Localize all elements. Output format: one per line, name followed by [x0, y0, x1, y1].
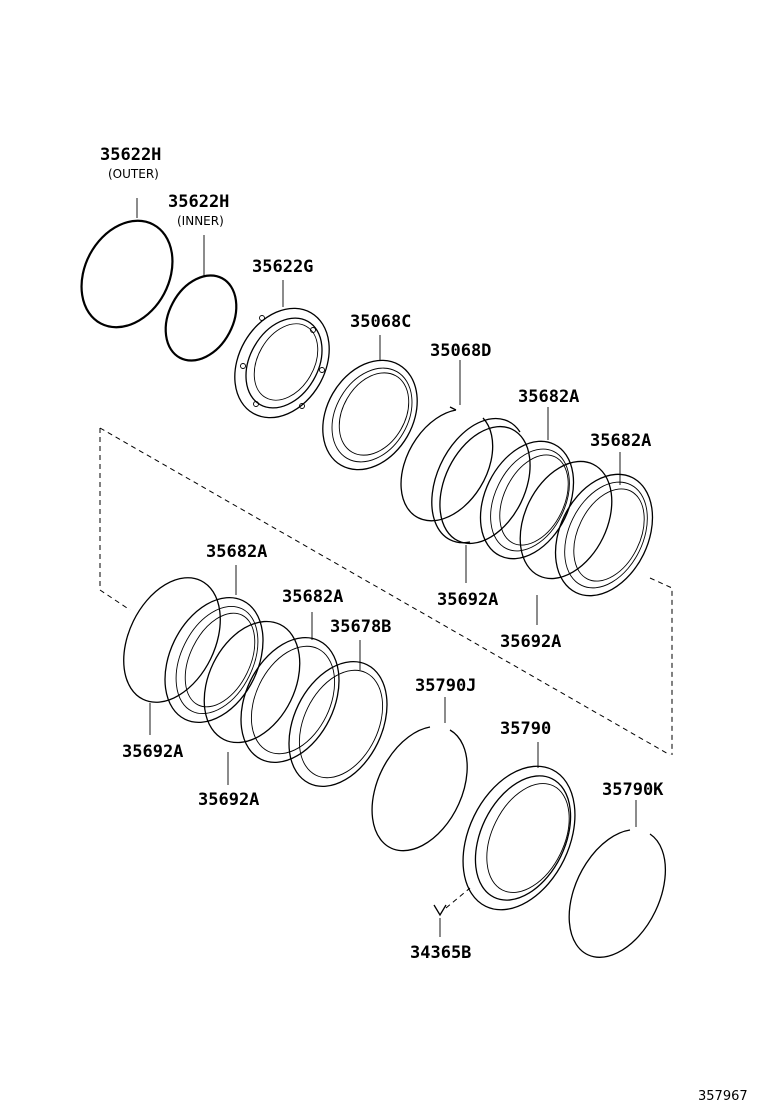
label-outer-seal: 35622H	[100, 145, 161, 165]
label-inner-seal: 35622H	[168, 192, 229, 212]
clutch-hub[interactable]	[441, 742, 598, 928]
group-outline	[99, 427, 673, 756]
label-snap-k: 35790K	[602, 780, 664, 800]
retaining-clip[interactable]	[433, 887, 471, 937]
label-plate-c: 35068C	[350, 312, 411, 332]
snap-ring-k[interactable]	[568, 800, 667, 958]
snap-ring-d[interactable]	[400, 360, 494, 522]
label-plate-a3: 35692A	[122, 742, 183, 762]
separator-plate-c[interactable]	[304, 335, 436, 487]
label-plate-g: 35622G	[252, 257, 313, 277]
outer-seal-ring[interactable]	[64, 198, 191, 343]
label-clip-b: 34365B	[410, 943, 471, 963]
note-inner: (INNER)	[177, 214, 224, 228]
label-disc-a1: 35682A	[518, 387, 579, 407]
label-disc-a4: 35682A	[282, 587, 343, 607]
label-plate-a4: 35692A	[198, 790, 259, 810]
label-disc-a3: 35682A	[206, 542, 267, 562]
piston-plate-g[interactable]	[216, 280, 348, 435]
label-hub: 35790	[500, 719, 551, 739]
label-plate-a2: 35692A	[500, 632, 561, 652]
label-plate-a1: 35692A	[437, 590, 498, 610]
upper-clutch-pack[interactable]	[422, 407, 672, 625]
inner-seal-ring[interactable]	[152, 235, 251, 373]
reference-number: 357967	[698, 1089, 748, 1104]
note-outer: (OUTER)	[108, 167, 159, 181]
lower-clutch-pack[interactable]	[104, 562, 406, 803]
label-flange-b: 35678B	[330, 617, 391, 637]
label-disc-a2: 35682A	[590, 431, 651, 451]
snap-ring-j[interactable]	[371, 697, 468, 852]
label-snap-j: 35790J	[415, 676, 476, 696]
label-ring-d: 35068D	[430, 341, 491, 361]
